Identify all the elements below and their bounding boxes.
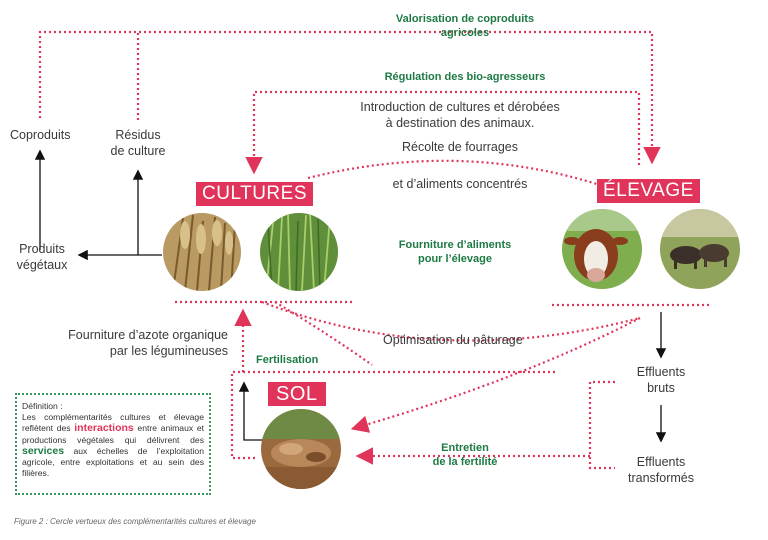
introduction-text: Introduction de cultures et dérobées à d…	[330, 99, 590, 131]
effluents-bruts-line-2: bruts	[647, 381, 675, 395]
definition-part-3: aux échelles de l’exploitation agricole,…	[22, 445, 204, 479]
elevage-tag: ÉLEVAGE	[597, 179, 700, 203]
recolte-line-1: Récolte de fourrages	[401, 140, 519, 154]
produits-line-1: Produits	[19, 242, 65, 256]
regulation-label: Régulation des bio-agresseurs	[384, 71, 546, 83]
definition-services: services	[22, 444, 65, 457]
fertilisation-label: Fertilisation	[256, 354, 319, 366]
introduction-line-2: à destination des animaux.	[385, 116, 535, 130]
residus-label: Résidus de culture	[108, 127, 168, 159]
regulation-loop	[245, 90, 641, 175]
fourniture-aliments-label: Fourniture d’aliments pour l’élevage	[380, 238, 530, 266]
definition-title: Définition :	[22, 401, 63, 411]
introduction-line-1: Introduction de cultures et dérobées	[360, 100, 560, 114]
wheat-photo	[163, 213, 241, 291]
entretien-line-2: de la fertilité	[432, 456, 498, 468]
pigs-photo	[660, 209, 740, 289]
optimisation-arc	[261, 300, 641, 342]
fourniture-azote-line-2: par les légumineuses	[109, 344, 228, 358]
soil-photo	[261, 409, 341, 489]
effluents-transformes-line-1: Effluents	[636, 455, 686, 469]
entretien-line-1: Entretien	[441, 442, 489, 454]
effluents-bruts-label: Effluents bruts	[621, 364, 701, 396]
elevage-to-sol-arc	[350, 317, 641, 433]
fertilisation-loop	[230, 370, 555, 460]
valorisation-label: Valorisation de coproduits agricoles	[395, 13, 535, 39]
effluents-transformes-line-2: transformés	[628, 471, 694, 485]
produits-line-2: végétaux	[16, 258, 68, 272]
effluents-bruts-line-1: Effluents	[636, 365, 686, 379]
fourniture-aliments-line-2: pour l’élevage	[418, 253, 492, 265]
coproduits-label: Coproduits	[10, 128, 71, 142]
optimisation-label: Optimisation du pâturage	[383, 333, 523, 347]
effluents-transformes-label: Effluents transformés	[616, 454, 706, 486]
definition-interactions: interactions	[74, 422, 134, 435]
valorisation-loop	[38, 30, 661, 165]
cow-photo	[562, 209, 642, 289]
cultures-tag: CULTURES	[196, 182, 313, 206]
fourniture-aliments-line-1: Fourniture d’aliments	[398, 239, 512, 251]
effluents-loop	[588, 380, 615, 470]
fourniture-azote-label: Fourniture d’azote organique par les lég…	[48, 327, 228, 359]
residus-line-2: de culture	[110, 144, 166, 158]
entretien-label: Entretien de la fertilité	[405, 441, 525, 469]
produits-label: Produits végétaux	[10, 241, 74, 273]
figure-caption: Figure 2 : Cercle vertueux des complémen…	[14, 517, 256, 526]
recolte-arc	[307, 159, 604, 188]
definition-part-1: Les complémentarités cultures et éle­vag…	[22, 412, 204, 434]
sol-tag: SOL	[268, 382, 326, 406]
fourniture-azote-line-1: Fourniture d’azote organique	[68, 328, 228, 342]
residus-line-1: Résidus	[115, 128, 161, 142]
azote-arc	[274, 301, 373, 366]
recolte-line-2: et d’aliments concentrés	[392, 177, 528, 191]
definition-box: Définition : Les complémentarités cultur…	[15, 393, 211, 495]
definition-part-2: entre animaux et productions végétales q…	[22, 423, 205, 445]
definition-text: Les complémentarités cultures et éle­vag…	[22, 412, 204, 479]
grass-photo	[260, 213, 338, 291]
